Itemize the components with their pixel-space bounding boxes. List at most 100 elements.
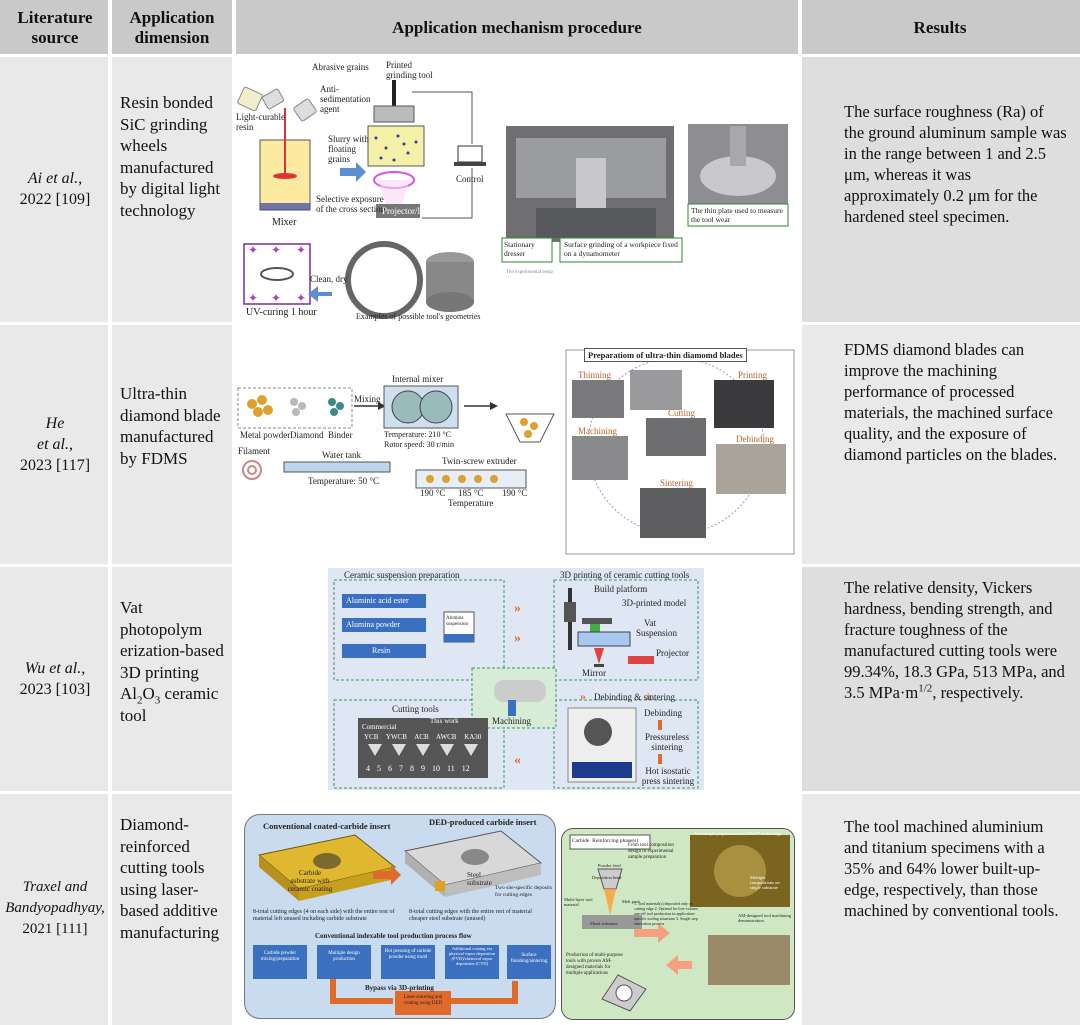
label-debinding: Debinding bbox=[736, 434, 774, 444]
svg-text:✦: ✦ bbox=[296, 243, 306, 257]
label-temperature: Temperature bbox=[448, 498, 494, 508]
label-steel-sub: Steel substrate bbox=[467, 871, 492, 887]
row1-dimension-text: Resin bonded SiC grinding wheels manufac… bbox=[120, 93, 221, 220]
label-printing: Printing bbox=[738, 370, 768, 380]
label-debind-sinter: Debinding & sintering bbox=[594, 692, 675, 702]
step-2: Multiple design production bbox=[328, 951, 360, 962]
row4-source: Traxel and Bandyopadhyay,2021 [111] bbox=[0, 792, 110, 1025]
label-metal-sub: Metal substrate bbox=[590, 921, 618, 926]
figure-lens-multi-material: Carbide Reinforcing phase(s) Powder feed… bbox=[561, 828, 795, 1020]
svg-text:«: « bbox=[514, 753, 521, 768]
label-alumina-susp: Alumina suspension bbox=[446, 616, 468, 627]
label-hip: Hot isostatic press sintering bbox=[641, 766, 695, 786]
label-conventional: Conventional coated-carbide insert bbox=[263, 821, 391, 831]
label-control: Control bbox=[456, 174, 484, 184]
label-prep-title: Preparatiom of ultra-thin diamomd blades bbox=[584, 348, 747, 362]
label-machining: Machining bbox=[578, 426, 617, 436]
row2-result: FDMS diamond blades can improve the mach… bbox=[800, 323, 1080, 565]
header-dimension: Application dimension bbox=[110, 0, 234, 55]
label-thin-plate: The thin plate used to measure the tool … bbox=[691, 206, 783, 224]
row3-result-text: The relative density, Vickers hardness, … bbox=[844, 578, 1065, 702]
row2-dimension: Ultra-thin diamond blade manufactured by… bbox=[110, 323, 234, 565]
label-scale: 4 5 6 7 8 9 10 11 12 bbox=[366, 764, 470, 773]
step-4: Additional coating via physical vapor de… bbox=[448, 946, 496, 966]
row3-author: Wu et al., bbox=[24, 659, 86, 677]
label-vat: Vat bbox=[644, 618, 656, 628]
label-anti-sed: Anti-sedimentation agent bbox=[320, 84, 371, 114]
label-laser: Laser-sintering and coating using DED bbox=[403, 995, 443, 1006]
label-bypass: Bypass via 3D-printing bbox=[365, 984, 434, 992]
row3-year: 2023 [103] bbox=[19, 680, 91, 698]
label-setup: The experimental setup bbox=[506, 270, 553, 275]
label-mixing: Mixing bbox=[354, 394, 381, 404]
label-diamond: Diamond bbox=[290, 430, 324, 440]
figure4b-graphics bbox=[569, 834, 790, 1012]
label-clean: Clean, dry bbox=[310, 274, 348, 284]
row1-result-text: The surface roughness (Ra) of the ground… bbox=[844, 102, 1067, 226]
svg-text:✦: ✦ bbox=[271, 243, 281, 257]
label-mixer: Mixer bbox=[272, 217, 297, 228]
label-stationary: Stationary dresser bbox=[504, 240, 535, 258]
label-printed-model: 3D-printed model bbox=[622, 598, 687, 608]
label-thinning: Thinning bbox=[578, 370, 611, 380]
label-pressureless: Pressureless sintering bbox=[645, 732, 689, 752]
row3-dimension-text: Vat photopolym erization-based 3D printi… bbox=[120, 598, 224, 725]
label-grades: YCB YWCB ACB AWCB KA30 bbox=[364, 733, 482, 741]
row3-dimension: Vat photopolym erization-based 3D printi… bbox=[110, 565, 234, 792]
label-printing-title: 3D printing of ceramic cutting tools bbox=[560, 570, 690, 580]
svg-text:»: » bbox=[514, 631, 521, 646]
label-production: Production of multi-purpose tools with p… bbox=[566, 953, 623, 976]
label-multiple-comp: Multiple compositions on single substrat… bbox=[750, 875, 780, 890]
label-binder: Binder bbox=[328, 430, 353, 440]
label-test-sample: Test sample preparation via LENS™ techno… bbox=[694, 831, 782, 836]
figure1-graphics: ✦✦✦✦✦✦ bbox=[237, 80, 789, 319]
label-metal-powder: Metal powder bbox=[240, 430, 291, 440]
figure4a-graphics bbox=[253, 830, 551, 1015]
label-printed-tool: Printed grinding tool bbox=[386, 60, 433, 80]
label-alumina-powder: Alumina powder bbox=[346, 620, 400, 629]
label-cutting: Cutting bbox=[668, 408, 696, 418]
label-filament: Filament bbox=[238, 446, 270, 456]
label-machining3: Machining bbox=[492, 716, 531, 726]
label-projector: Projector/light source bbox=[382, 206, 434, 226]
row4-dimension: Diamond-reinforced cutting tools using l… bbox=[110, 792, 234, 1025]
step-3: Hot pressing of carbide powder using mol… bbox=[384, 949, 432, 960]
label-multi-layer: Multi-layer tool material bbox=[564, 897, 593, 907]
step-5: Surface finishing/sintering bbox=[510, 953, 548, 964]
row1-dimension: Resin bonded SiC grinding wheels manufac… bbox=[110, 55, 234, 323]
row1-source: Ai et al.,2022 [109] bbox=[0, 55, 110, 323]
figure-dlp-grinding-wheel: ✦✦✦✦✦✦ Abrasive grains Printed grinding … bbox=[236, 58, 796, 322]
figure3-graphics: » » « » » bbox=[333, 579, 699, 789]
label-examples: Examples of possible tool's geometries bbox=[356, 312, 481, 321]
figure-ded-carbide: Conventional coated-carbide insert DED-p… bbox=[244, 814, 556, 1019]
header-source: Literature source bbox=[0, 0, 110, 55]
label-resin3: Resin bbox=[372, 646, 391, 655]
row4-result-text: The tool machined aluminium and titanium… bbox=[844, 817, 1059, 920]
step-1: Carbide powder mixing/preparation bbox=[260, 951, 300, 962]
label-t185: 185 °C bbox=[458, 488, 484, 498]
label-debinding3: Debinding bbox=[644, 708, 682, 718]
label-resin: Light-curable resin bbox=[236, 112, 285, 132]
row3-source: Wu et al., 2023 [103] bbox=[0, 565, 110, 792]
label-deposition: Deposition head bbox=[592, 875, 622, 880]
label-aluminic: Aluminic acid ester bbox=[346, 596, 409, 605]
label-powder-feed: Powder feed bbox=[598, 863, 621, 868]
label-notes: 1. Tool material(s) deposited only on cu… bbox=[634, 901, 699, 926]
label-water-tank: Water tank bbox=[322, 450, 362, 460]
label-surface-grinding: Surface grinding of a workpiece fixed on… bbox=[564, 240, 678, 258]
svg-text:»: » bbox=[514, 601, 521, 616]
label-temp-50: Temperature: 50 °C bbox=[308, 476, 379, 486]
label-melt-pool: Melt pool bbox=[622, 899, 640, 904]
label-flow-title: Conventional indexable tool production p… bbox=[315, 932, 472, 940]
row4-year: 2021 [111] bbox=[22, 921, 88, 937]
figure-fdms-blade: Preparatiom of ultra-thin diamomd blades… bbox=[236, 326, 796, 562]
svg-text:»: » bbox=[580, 689, 586, 703]
figure2-graphics bbox=[237, 349, 795, 555]
row2-dimension-text: Ultra-thin diamond blade manufactured by… bbox=[120, 384, 221, 468]
label-suspension: Suspension bbox=[636, 628, 678, 638]
label-cutting-tools: Cutting tools bbox=[392, 704, 439, 714]
label-projector3: Projector bbox=[656, 648, 689, 658]
label-this-work: This work bbox=[430, 717, 459, 725]
